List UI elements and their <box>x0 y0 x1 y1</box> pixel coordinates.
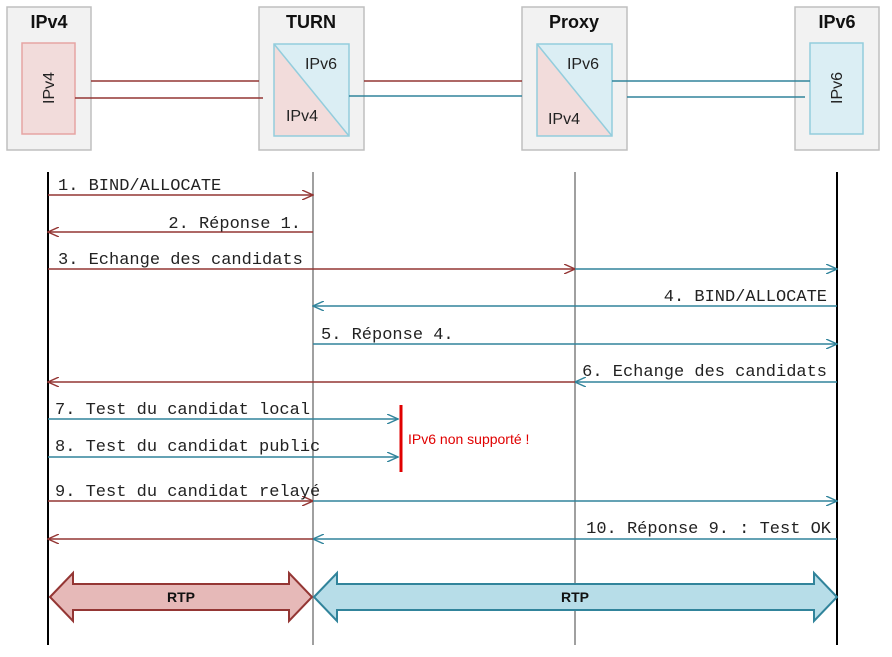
msg8-label: 8. Test du candidat public <box>55 438 320 457</box>
node-turn-ipv6-label: IPv6 <box>305 56 337 73</box>
node-proxy-title: Proxy <box>549 12 599 32</box>
message-labels: 1. BIND/ALLOCATE 2. Réponse 1. 3. Echang… <box>55 177 832 539</box>
msg6-label: 6. Echange des candidats <box>582 363 827 382</box>
node-proxy: Proxy IPv6 IPv4 <box>521 6 628 151</box>
rtp-ipv4-arrow <box>48 570 314 624</box>
node-ipv4-title: IPv4 <box>30 12 67 32</box>
node-ipv4-inner-label: IPv4 <box>41 72 58 104</box>
lifelines <box>47 172 838 645</box>
node-ipv4: IPv4 IPv4 <box>6 6 92 151</box>
node-turn: TURN IPv6 IPv4 <box>258 6 365 151</box>
msg3-label: 3. Echange des candidats <box>58 251 303 270</box>
rtp-ipv6-arrow <box>312 570 839 624</box>
connections <box>75 80 810 99</box>
node-turn-ipv4-label: IPv4 <box>286 108 318 125</box>
node-proxy-ipv6-label: IPv6 <box>567 56 599 73</box>
node-turn-title: TURN <box>286 12 336 32</box>
node-ipv6-inner-label: IPv6 <box>829 72 846 104</box>
msg9-label: 9. Test du candidat relayé <box>55 483 320 502</box>
msg1-label: 1. BIND/ALLOCATE <box>58 177 221 196</box>
msg2-label: 2. Réponse 1. <box>168 215 301 234</box>
node-proxy-ipv4-label: IPv4 <box>548 111 580 128</box>
msg7-label: 7. Test du candidat local <box>55 401 310 420</box>
unsupported-note: IPv6 non supporté ! <box>408 431 529 447</box>
node-ipv6-title: IPv6 <box>818 12 855 32</box>
msg10-label: 10. Réponse 9. : Test OK <box>586 520 832 539</box>
rtp-ipv6-label: RTP <box>561 589 589 605</box>
message-arrows <box>48 195 837 539</box>
msg4-label: 4. BIND/ALLOCATE <box>664 288 827 307</box>
node-ipv6: IPv6 IPv6 <box>794 6 880 151</box>
msg5-label: 5. Réponse 4. <box>321 326 454 345</box>
rtp-ipv4-label: RTP <box>167 589 195 605</box>
